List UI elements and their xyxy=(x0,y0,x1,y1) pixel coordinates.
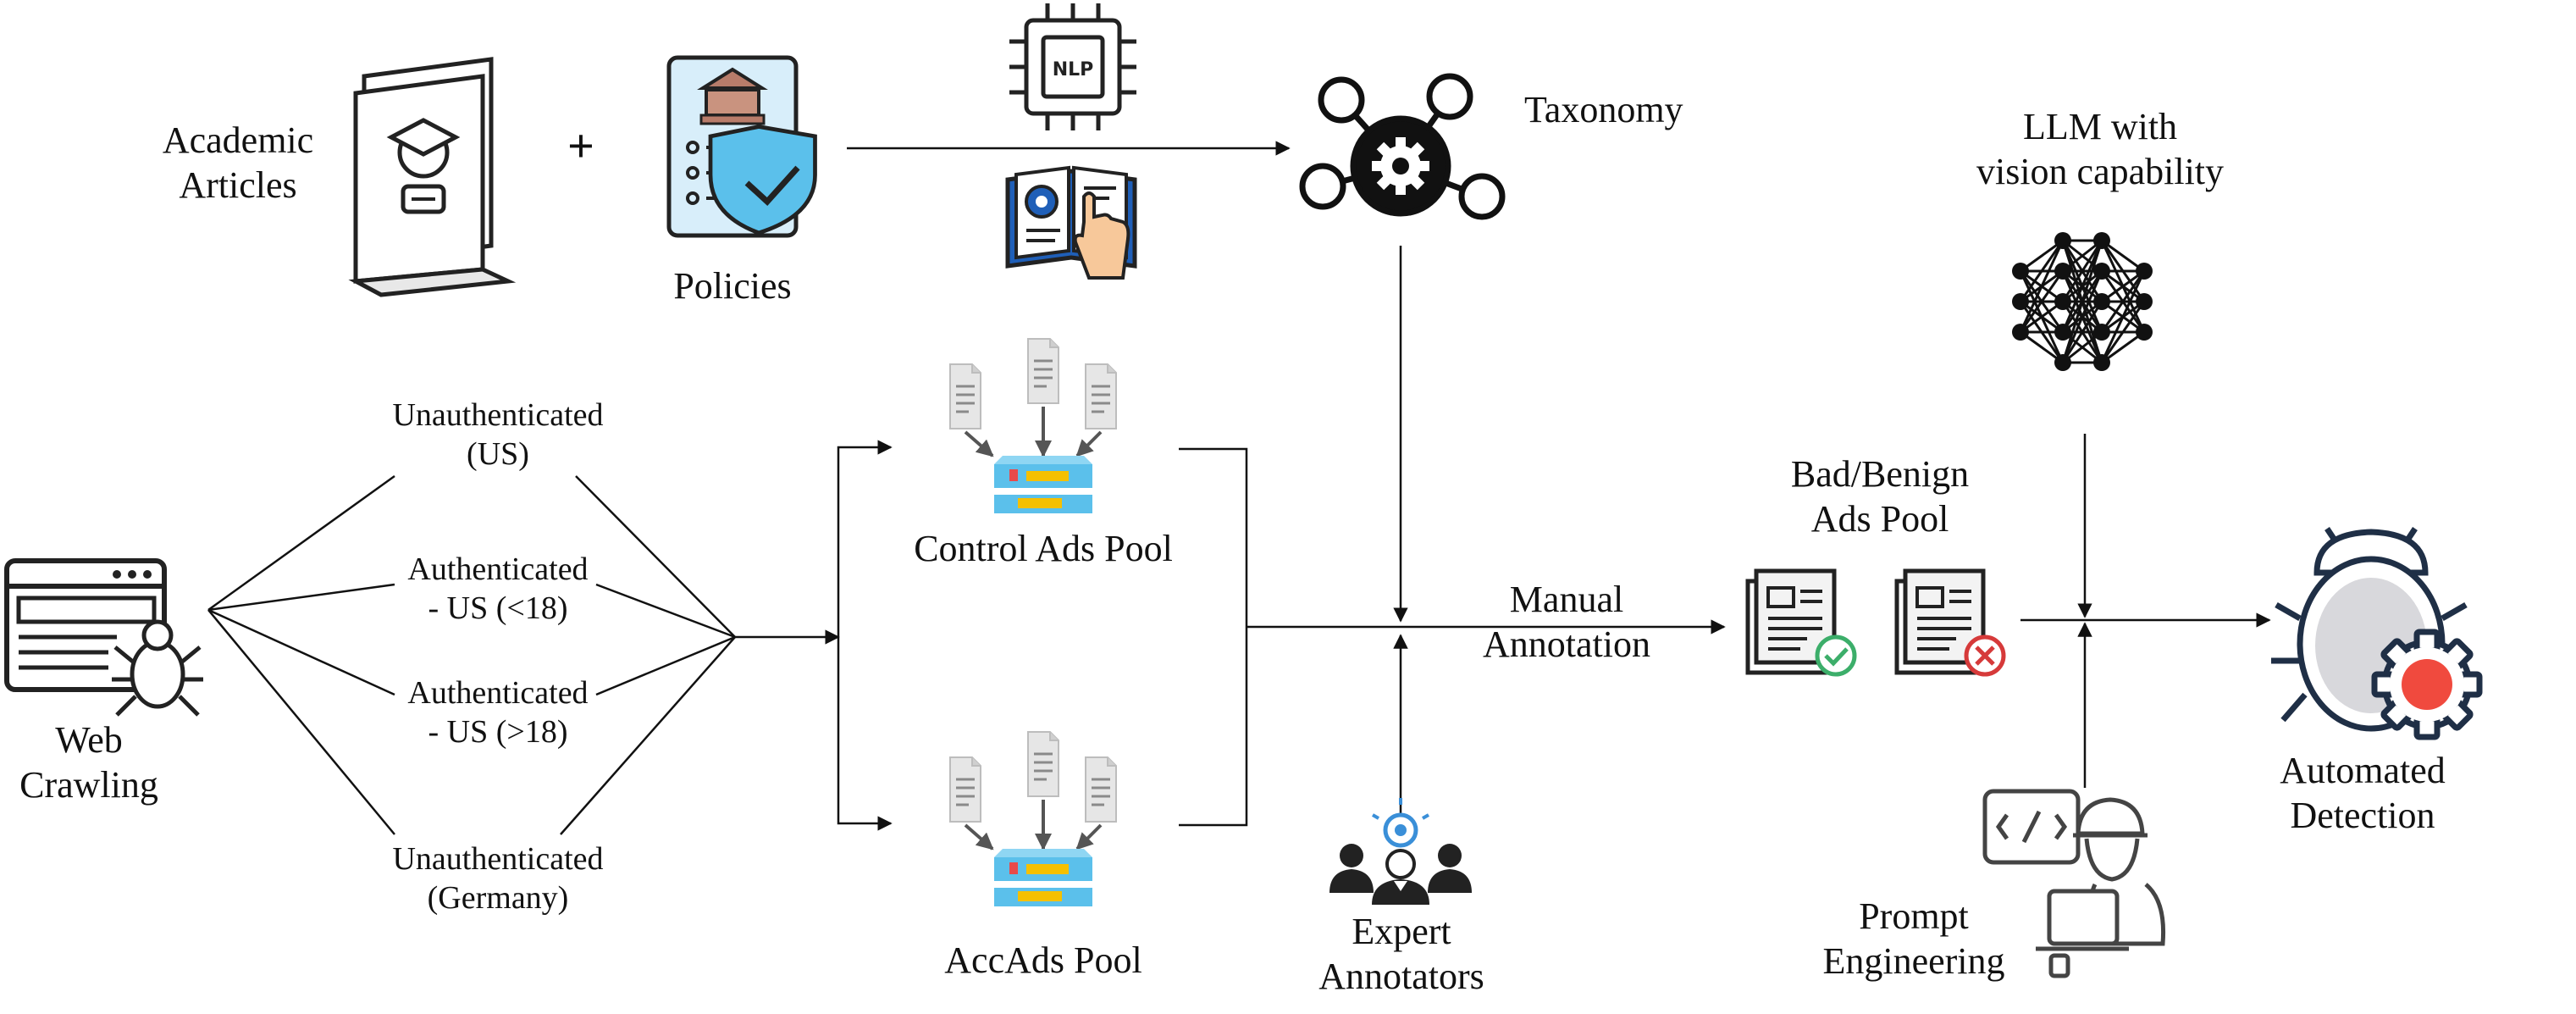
profile-label-unauth-us: Unauthenticated(US) xyxy=(392,397,604,472)
nn-node xyxy=(2136,263,2153,280)
edge-crawl-profile-2 xyxy=(207,583,395,612)
nn-edge xyxy=(2100,270,2146,363)
nlp-chip-icon xyxy=(1009,3,1136,130)
nn-edge xyxy=(2019,270,2065,333)
arrow-split-to-acc-pool xyxy=(837,637,893,831)
edge-control-pool-out xyxy=(1179,447,1248,627)
edge-profile-2-merge xyxy=(595,583,736,639)
nn-edge xyxy=(2061,270,2103,363)
nn-node xyxy=(2054,354,2071,371)
neural-network-icon xyxy=(2012,232,2153,371)
nn-edge xyxy=(2020,239,2064,273)
nn-edge xyxy=(2061,240,2103,363)
arrow-split-to-control-pool xyxy=(837,440,893,637)
nn-node xyxy=(2093,293,2110,310)
nn-edge xyxy=(2019,240,2065,333)
bug-gear-icon xyxy=(2271,527,2483,740)
edge-profile-4-merge xyxy=(560,636,736,835)
profile-label-auth-us-under-18: Authenticated- US (<18) xyxy=(407,551,589,626)
expert-annotators-icon xyxy=(1329,798,1472,905)
nn-node xyxy=(2012,324,2029,341)
nn-node xyxy=(2054,232,2071,249)
nn-edge xyxy=(2019,240,2065,302)
acc-ads-pool-icon xyxy=(950,732,1116,906)
nn-edge xyxy=(2061,301,2103,363)
edge-crawl-profile-4 xyxy=(207,609,395,835)
nn-edge xyxy=(2101,269,2145,303)
edge-profile-1-merge xyxy=(575,475,736,638)
nn-node xyxy=(2093,324,2110,341)
nn-edge xyxy=(2100,301,2146,363)
acc-ads-pool-label: AccAds Pool xyxy=(944,939,1142,981)
nn-node xyxy=(2136,293,2153,310)
taxonomy-hub-icon xyxy=(1299,73,1506,220)
profile-label-auth-us-over-18: Authenticated- US (>18) xyxy=(407,675,589,750)
connectors xyxy=(207,141,2271,835)
nn-edge xyxy=(2101,330,2145,364)
nn-edge xyxy=(2100,270,2146,333)
academic-article-icon xyxy=(348,57,517,297)
book-hand-icon xyxy=(1005,165,1137,280)
prompt-engineer-icon xyxy=(1982,789,2166,978)
nn-edge xyxy=(2101,239,2145,273)
nn-edge xyxy=(2020,330,2064,364)
nn-edge xyxy=(2061,240,2103,333)
control-ads-pool-label: Control Ads Pool xyxy=(914,528,1173,569)
policy-document-icon xyxy=(666,55,817,238)
nn-node xyxy=(2093,232,2110,249)
nn-node xyxy=(2054,324,2071,341)
benign-ad-document-icon xyxy=(1748,571,1857,677)
edge-crawl-profile-1 xyxy=(207,474,395,612)
nn-node xyxy=(2093,263,2110,280)
nn-edge xyxy=(2061,240,2103,302)
policies-label: Policies xyxy=(673,265,792,307)
profile-label-unauth-germany: Unauthenticated(Germany) xyxy=(392,841,604,916)
nn-node xyxy=(2012,293,2029,310)
web-crawler-icon xyxy=(4,558,203,717)
nn-edge xyxy=(2020,300,2064,334)
edge-acc-pool-out xyxy=(1179,627,1248,827)
nn-node xyxy=(2136,324,2153,341)
taxonomy-label: Taxonomy xyxy=(1524,89,1683,130)
edge-crawl-profile-3 xyxy=(207,608,395,696)
plus-sign: + xyxy=(567,120,594,173)
control-ads-pool-icon xyxy=(950,339,1116,513)
edge-profile-3-merge xyxy=(595,635,736,696)
nn-node xyxy=(2054,293,2071,310)
nn-node xyxy=(2012,263,2029,280)
bad-ad-document-icon xyxy=(1897,571,2006,677)
nn-node xyxy=(2093,354,2110,371)
nn-node xyxy=(2054,263,2071,280)
nlp-chip-label: NLP xyxy=(1053,59,1094,80)
